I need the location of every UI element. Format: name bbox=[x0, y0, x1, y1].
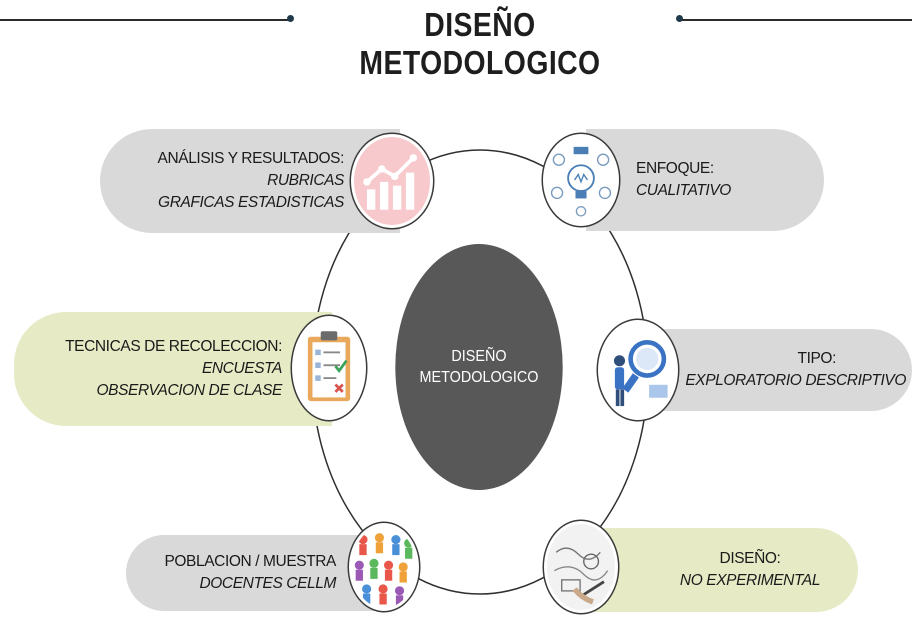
node-tipo-label: TIPO: bbox=[797, 350, 837, 367]
magnifier-research-icon bbox=[598, 320, 678, 420]
page-title: DISEÑO METODOLOGICO bbox=[359, 6, 601, 81]
node-enfoque-value-1: CUALITATIVO bbox=[636, 182, 731, 199]
title-dot-left bbox=[287, 15, 294, 22]
node-analisis: ANÁLISIS Y RESULTADOS: RUBRICAS GRAFICAS… bbox=[100, 129, 400, 233]
node-diseno: DISEÑO: NO EXPERIMENTAL bbox=[582, 528, 858, 612]
node-enfoque-label: ENFOQUE: bbox=[636, 160, 714, 177]
node-enfoque: ENFOQUE: CUALITATIVO bbox=[586, 129, 824, 231]
center-line-1: DISEÑO bbox=[451, 348, 507, 365]
title-rule-right bbox=[682, 19, 912, 21]
lightbulb-idea-icon bbox=[543, 134, 619, 226]
clipboard-checklist-icon bbox=[292, 316, 366, 420]
node-tecnicas-label: TECNICAS DE RECOLECCION: bbox=[65, 338, 282, 355]
node-tecnicas: TECNICAS DE RECOLECCION: ENCUESTA OBSERV… bbox=[14, 312, 332, 426]
node-analisis-label: ANÁLISIS Y RESULTADOS: bbox=[157, 150, 345, 167]
center-line-2: METODOLOGICO bbox=[419, 369, 539, 386]
node-tecnicas-value-2: OBSERVACION DE CLASE bbox=[96, 382, 282, 399]
node-poblacion-label: POBLACION / MUESTRA bbox=[164, 553, 336, 570]
node-tipo-value-1: EXPLORATORIO DESCRIPTIVO bbox=[685, 372, 906, 389]
title-rule-left bbox=[0, 19, 288, 21]
crowd-people-icon bbox=[349, 523, 419, 611]
node-analisis-value-2: GRAFICAS ESTADISTICAS bbox=[158, 194, 344, 211]
node-diseno-value-1: NO EXPERIMENTAL bbox=[679, 572, 821, 589]
sketch-drawing-icon bbox=[544, 521, 618, 613]
center-node: DISEÑO METODOLOGICO bbox=[395, 244, 563, 490]
node-diseno-label: DISEÑO: bbox=[719, 550, 781, 567]
node-poblacion: POBLACION / MUESTRA DOCENTES CELLM bbox=[126, 535, 384, 611]
node-tipo: TIPO: EXPLORATORIO DESCRIPTIVO bbox=[640, 329, 912, 411]
node-poblacion-value-1: DOCENTES CELLM bbox=[199, 575, 336, 592]
bar-chart-growth-icon bbox=[351, 134, 433, 228]
node-tecnicas-value-1: ENCUESTA bbox=[201, 360, 282, 377]
title-dot-right bbox=[676, 15, 683, 22]
node-analisis-value-1: RUBRICAS bbox=[267, 172, 344, 189]
